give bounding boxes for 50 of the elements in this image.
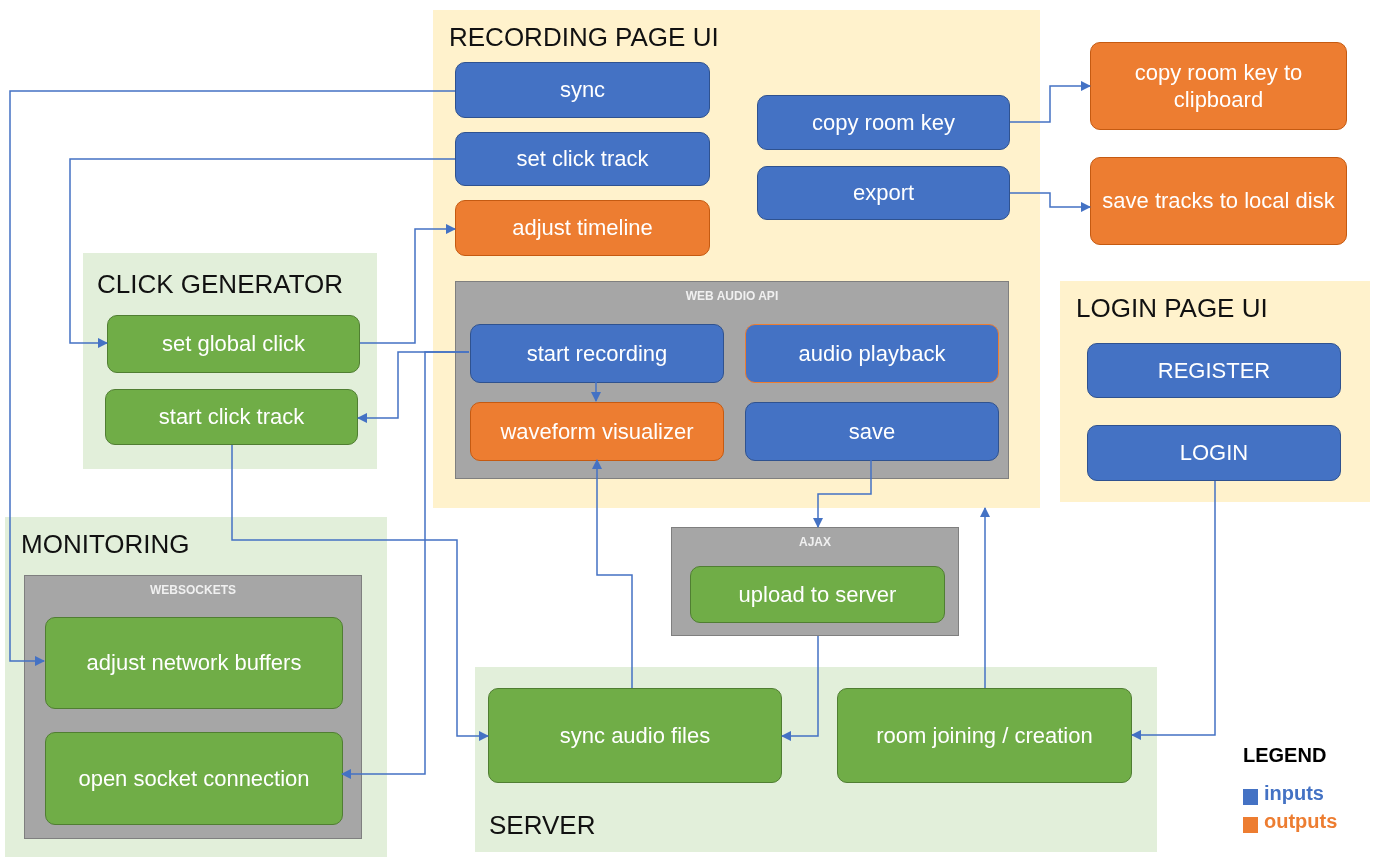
section-title: CLICK GENERATOR [97,269,344,300]
section-panel [433,10,1040,508]
section-panel [475,667,1157,852]
output-box: waveform visualizer [470,402,724,461]
input-box: sync [455,62,710,118]
section-title: MONITORING [21,529,190,560]
input-box: audio playback [745,324,999,383]
output-box: copy room key to clipboard [1090,42,1347,130]
input-box: set click track [455,132,710,186]
group-panel [671,527,959,636]
legend-title: LEGEND [1243,744,1327,767]
process-box: upload to server [690,566,945,623]
arrow [359,223,457,344]
input-box: LOGIN [1087,425,1341,481]
section-panel [1060,281,1370,502]
arrow [590,381,602,403]
process-box: room joining / creation [837,688,1132,783]
section-title: RECORDING PAGE UI [449,22,719,53]
input-box: export [757,166,1010,220]
arrow [1009,80,1092,123]
panel-title: WEB AUDIO API [684,289,780,303]
section-panel [83,253,377,469]
section-panel [5,517,387,857]
section-title: SERVER [489,810,596,841]
panel-title: WEBSOCKETS [149,583,237,597]
process-box: start click track [105,389,358,445]
input-box: copy room key [757,95,1010,150]
arrow [812,459,872,529]
arrow [9,90,456,667]
input-box: save [745,402,999,461]
section-title: LOGIN PAGE UI [1076,293,1268,324]
legend-label: inputs [1264,782,1324,805]
arrow [1130,480,1216,741]
arrow [1009,192,1092,213]
legend-label: outputs [1264,810,1338,833]
arrow [979,506,991,689]
arrow [780,635,819,742]
process-box: adjust network buffers [45,617,343,709]
process-box: set global click [107,315,360,373]
process-box: sync audio files [488,688,782,783]
arrow [69,158,456,349]
input-box: REGISTER [1087,343,1341,398]
process-box: open socket connection [45,732,343,825]
output-box: save tracks to local disk [1090,157,1347,245]
group-panel [24,575,362,839]
panel-title: AJAX [798,535,832,549]
group-panel [455,281,1009,479]
arrow [231,444,490,742]
input-box: start recording [470,324,724,383]
output-box: adjust timeline [455,200,710,256]
